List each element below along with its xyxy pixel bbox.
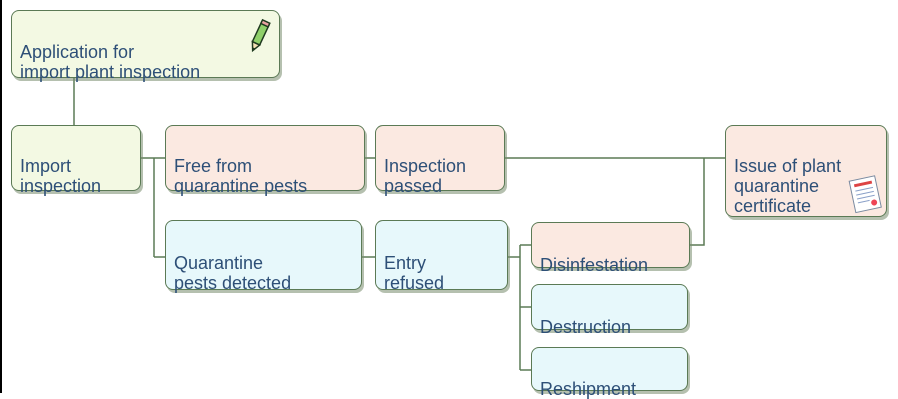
import-inspection-label: Import inspection (20, 156, 102, 196)
entry-refused-box: Entry refused (375, 220, 508, 293)
disinfestation-box: Disinfestation (531, 222, 690, 275)
certificate-document-icon (848, 175, 882, 214)
reshipment-label: Reshipment (540, 379, 637, 399)
left-border-line (0, 0, 2, 393)
destruction-box: Destruction (531, 284, 688, 337)
pests-detected-box: Quarantine pests detected (165, 220, 362, 293)
pencil-icon (251, 18, 271, 53)
free-from-pests-label: Free from quarantine pests (174, 156, 308, 196)
connector-disinfest-to-junction (690, 158, 705, 246)
import-inspection-box: Import inspection (11, 125, 141, 196)
free-from-pests-box: Free from quarantine pests (165, 125, 365, 196)
application-label: Application for import plant inspection (20, 42, 201, 82)
pests-detected-label: Quarantine pests detected (174, 253, 292, 293)
reshipment-box: Reshipment (531, 347, 688, 399)
destruction-label: Destruction (540, 317, 632, 337)
entry-refused-label: Entry refused (384, 253, 445, 293)
inspection-passed-box: Inspection passed (375, 125, 505, 196)
disinfestation-label: Disinfestation (540, 255, 649, 275)
application-box: Application for import plant inspection (11, 10, 280, 82)
inspection-passed-label: Inspection passed (384, 156, 467, 196)
issue-certificate-label: Issue of plant quarantine certificate (734, 156, 842, 216)
